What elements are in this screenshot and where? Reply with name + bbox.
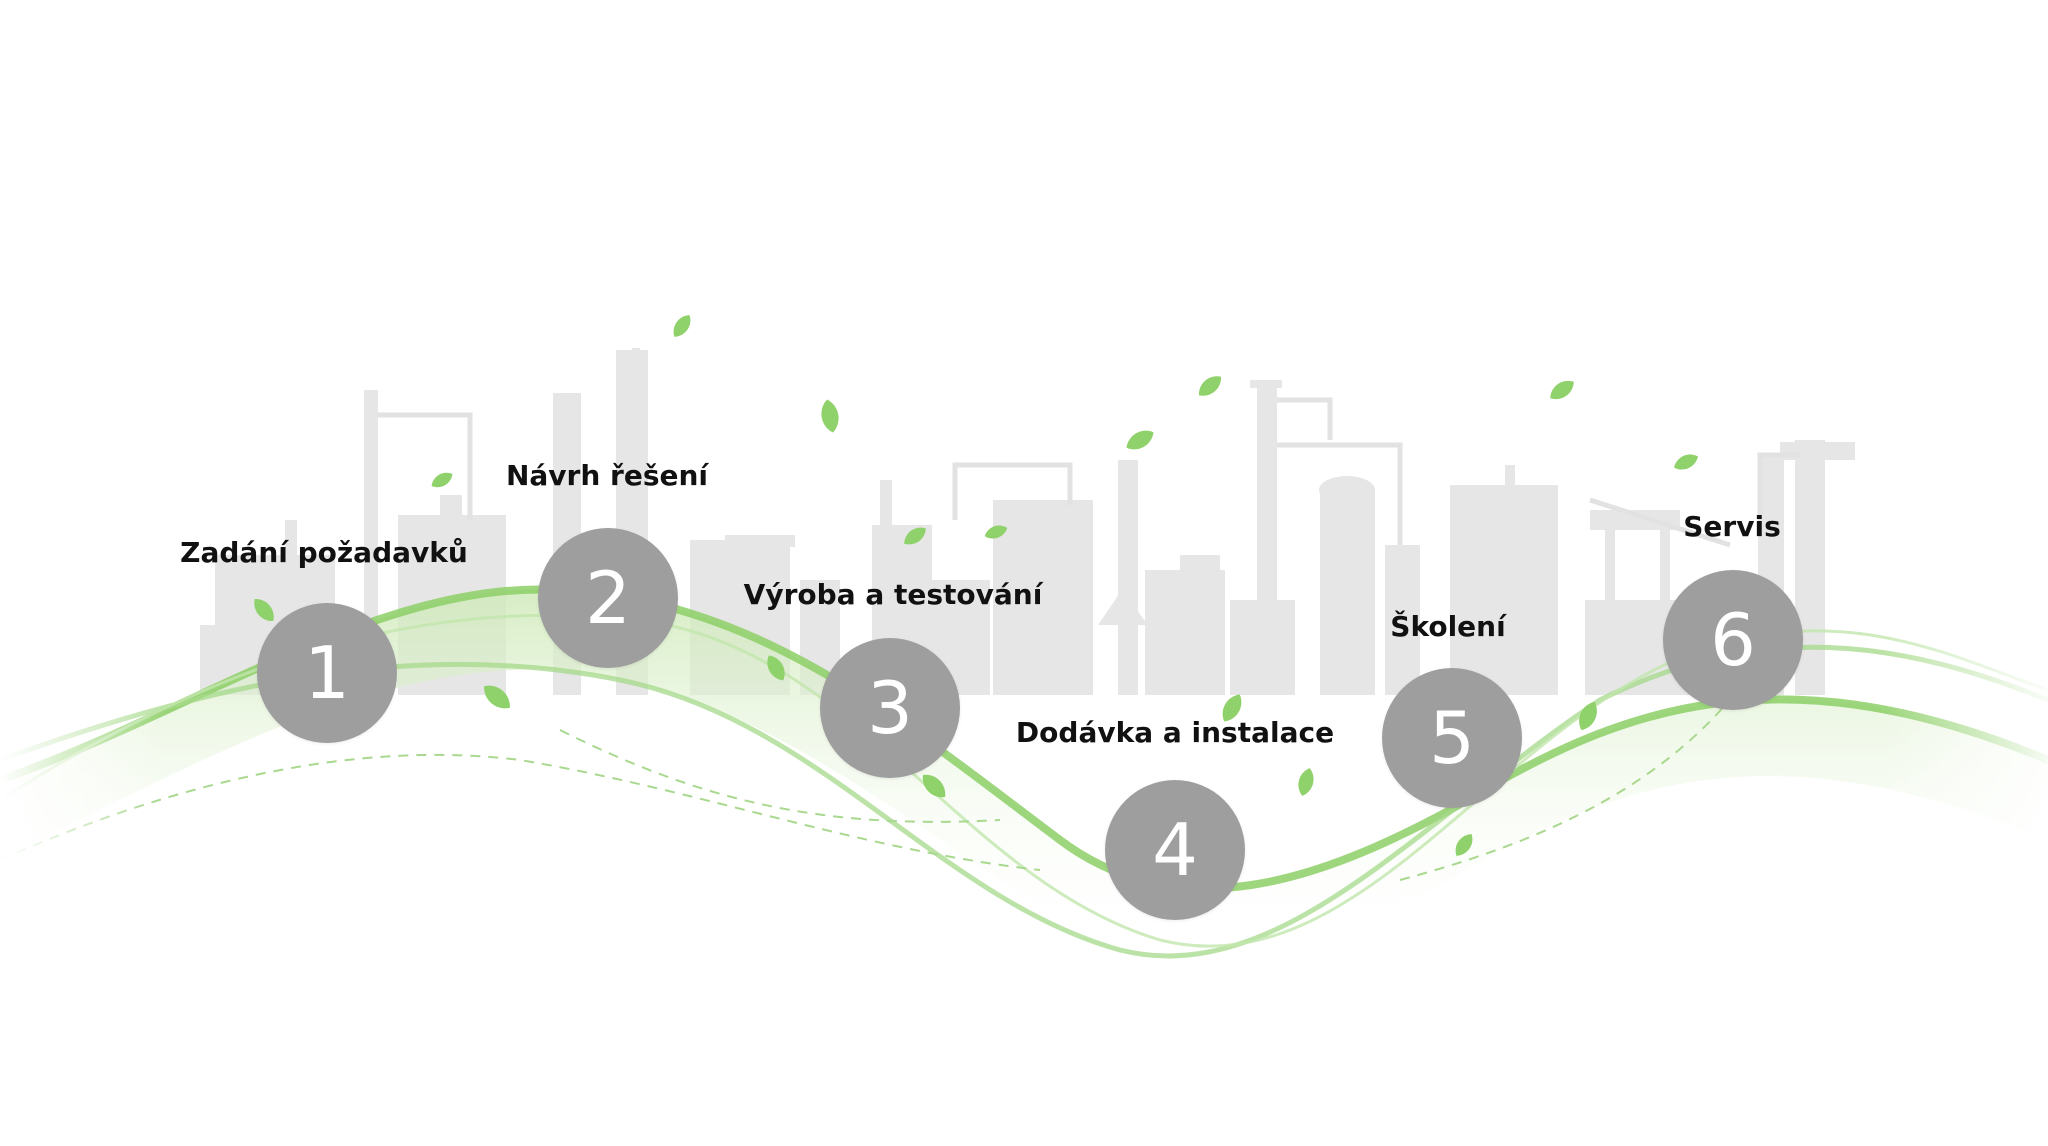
step-1-label: Zadání požadavků	[180, 536, 468, 569]
step-5-circle: 5	[1382, 668, 1522, 808]
step-2-circle: 2	[538, 528, 678, 668]
step-3-circle: 3	[820, 638, 960, 778]
step-2-label: Návrh řešení	[505, 459, 709, 492]
step-1-circle: 1	[257, 603, 397, 743]
step-5-label: Školení	[1390, 610, 1506, 643]
step-3-label: Výroba a testování	[743, 578, 1043, 611]
step-4-circle: 4	[1105, 780, 1245, 920]
step-4-label: Dodávka a instalace	[1015, 716, 1335, 749]
step-6-label: Servis	[1683, 510, 1781, 543]
step-6-circle: 6	[1663, 570, 1803, 710]
